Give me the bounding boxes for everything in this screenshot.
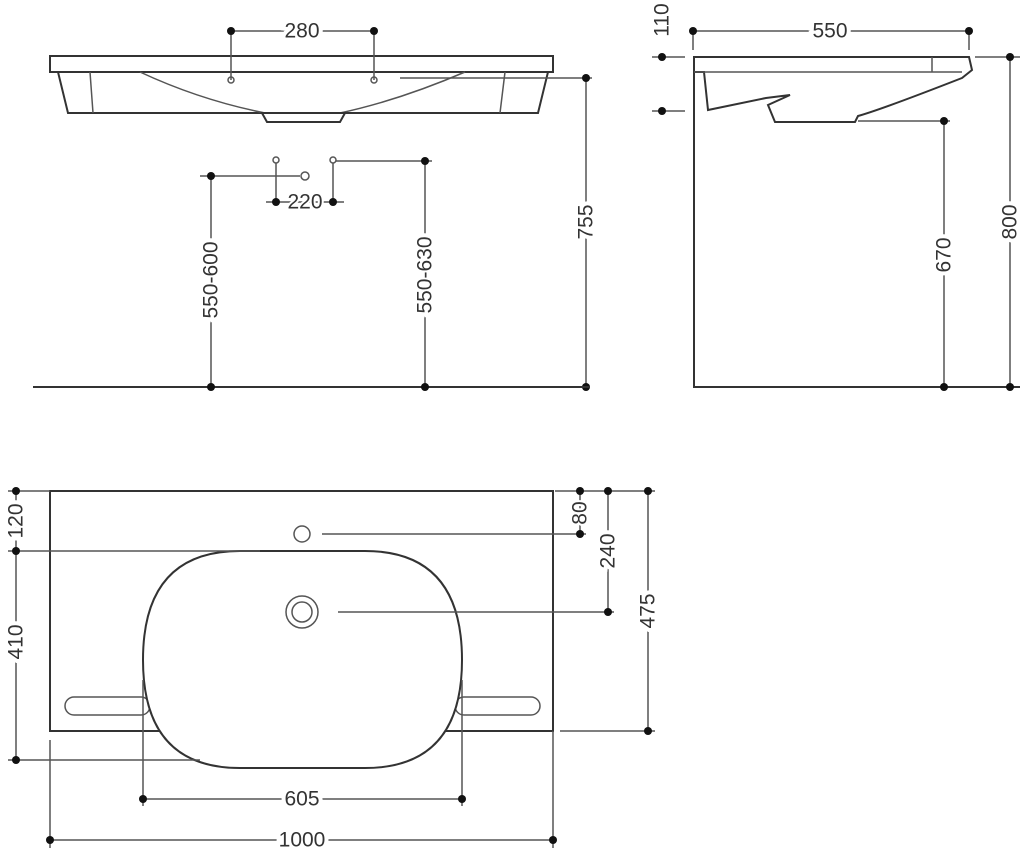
basin-body-side [693, 56, 974, 123]
drain-inner [291, 601, 313, 623]
dim-depth: 550 [812, 20, 847, 43]
dim-waste-spacing: 220 [287, 191, 322, 214]
dim-rear-to-drain: 240 [597, 533, 620, 568]
basin-rim-front [49, 55, 554, 73]
drain-front [260, 112, 347, 123]
plan-view: 120 410 80 240 475 605 1000 [1, 487, 664, 856]
dim-bowl-depth: 410 [5, 624, 28, 659]
dim-rim-thickness: 110 [651, 3, 674, 36]
dim-rear-to-bowl: 120 [5, 503, 28, 538]
dim-underside-height: 670 [933, 237, 956, 272]
dim-right-supply: 550-630 [414, 236, 437, 313]
dim-total-depth: 475 [637, 593, 660, 628]
dim-rear-to-tap-hole: 80 [569, 501, 592, 524]
dim-total-height: 800 [999, 204, 1022, 239]
front-view: 280 755 550-600 220 550-630 [33, 16, 602, 391]
bowl-outline [141, 550, 464, 769]
tap-hole [293, 525, 311, 543]
dim-rim-height: 755 [575, 204, 598, 239]
dim-bowl-width: 605 [284, 788, 319, 811]
wall-and-floor [693, 57, 1020, 388]
dim-tap-spacing: 280 [284, 20, 319, 43]
dim-left-supply: 550-600 [200, 241, 223, 318]
dim-total-width: 1000 [279, 829, 326, 852]
drain-outer [285, 595, 319, 629]
side-view: 550 110 800 670 [647, 0, 1024, 391]
